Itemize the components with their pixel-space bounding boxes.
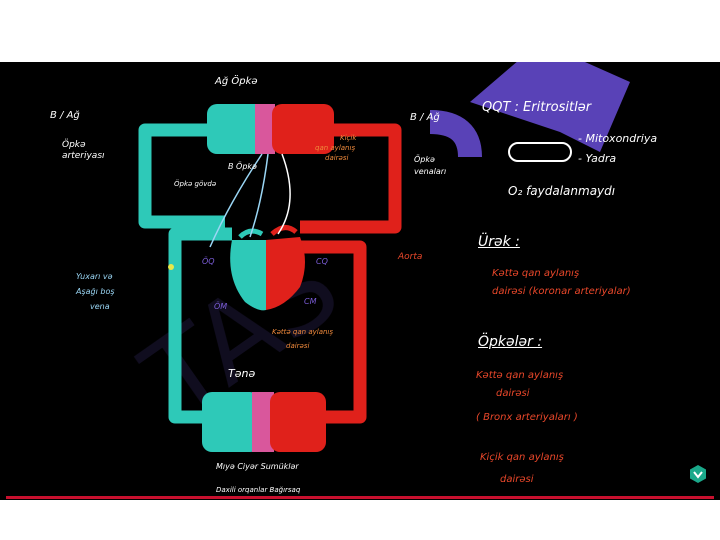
label-aorta: Aorta [398,252,423,262]
label-rv: ÖM [214,302,228,311]
connector-line [277,153,291,235]
note-heart-2: dairəsi (koronar arteriyalar) [492,286,631,297]
label-top-lungs: Ağ Öpkə [215,76,258,87]
label-big-circ-2: dairəsi [286,342,310,350]
brand-logo-icon[interactable] [688,464,708,484]
erythrocyte-shape [508,142,572,162]
pulmonary-artery-loop [138,123,225,229]
video-progress-bar[interactable] [6,496,714,499]
label-la: CQ [316,257,328,266]
heart-right-side [230,240,266,311]
label-body: Tənə [228,367,256,380]
label-right-veins-1: Öpkə [414,155,435,164]
label-pulm-trunk: Öpkə gövdə [174,180,217,188]
label-small-circ-2: qan aylanış [315,144,356,152]
label-inner-lung: B Öpkə [228,162,257,171]
label-right-circle: B / Ağ [410,112,440,123]
whiteboard: TAS Ağ Öpkə B / Ağ Öpkə arteriyası Öpkə … [0,62,720,500]
label-right-veins-2: venaları [414,167,447,176]
note-lungs-4: Kiçik qan aylanış [480,452,564,463]
lung-arterial-side [272,104,334,154]
note-qqt: QQT : Eritrositlər [482,100,592,115]
note-lungs-title: Öpkələr : [478,334,543,350]
note-lungs-5: dairəsi [500,474,534,485]
label-big-circ-1: Kəttə qan aylanış [272,328,334,336]
connector-line [249,153,269,238]
note-o2: O₂ faydalanmaydı [508,184,616,198]
label-lv: CM [304,297,317,306]
note-heart-1: Kəttə qan aylanış [492,268,580,279]
label-ra: ÖQ [202,257,215,266]
label-left-veins-1: Yuxarı və [76,272,113,281]
pulmonary-vein-loop [300,123,402,234]
note-lungs-1: Kəttə qan aylanış [476,370,564,381]
vena-cava-loop [168,227,232,424]
lung-mixed-zone [255,104,275,154]
heart-top-vessel [238,228,264,239]
label-left-circle: B / Ağ [50,110,80,121]
label-organs-2: Daxili orqanlar Bağırsaq [216,486,301,494]
label-small-circ-3: dairəsi [325,154,349,162]
body-mixed-zone [252,392,274,452]
label-left-artery: Öpkə arteriyası [62,140,105,161]
aorta-loop [295,240,367,424]
lung-capillaries [207,104,334,154]
heart-left-side [266,237,305,310]
body-venous-side [202,392,260,452]
heart [230,225,305,311]
body-capillaries [202,392,326,452]
watermark-shape [470,62,630,152]
label-small-circ-1: Kiçik [340,134,357,142]
lung-venous-side [207,104,265,154]
note-heart-title: Ürək : [478,234,520,250]
label-left-veins-3: vena [90,302,110,311]
label-organs: Mıyə Ciyər Sumüklər [216,462,299,471]
note-nucleus: - Yadra [578,152,617,165]
note-lungs-3: ( Bronx arteriyaları ) [476,412,578,423]
circulation-diagram: TAS [121,62,630,452]
note-mito: - Mitoxondriya [578,132,658,145]
watermark: TAS [121,62,630,444]
watermark-curl [429,110,482,158]
body-arterial-side [270,392,326,452]
heart-top-vessel-2 [270,225,298,236]
connector-line [209,153,263,248]
note-lungs-2: dairəsi [496,388,530,399]
marker-dot [168,264,174,270]
label-left-veins-2: Aşağı boş [76,287,115,296]
